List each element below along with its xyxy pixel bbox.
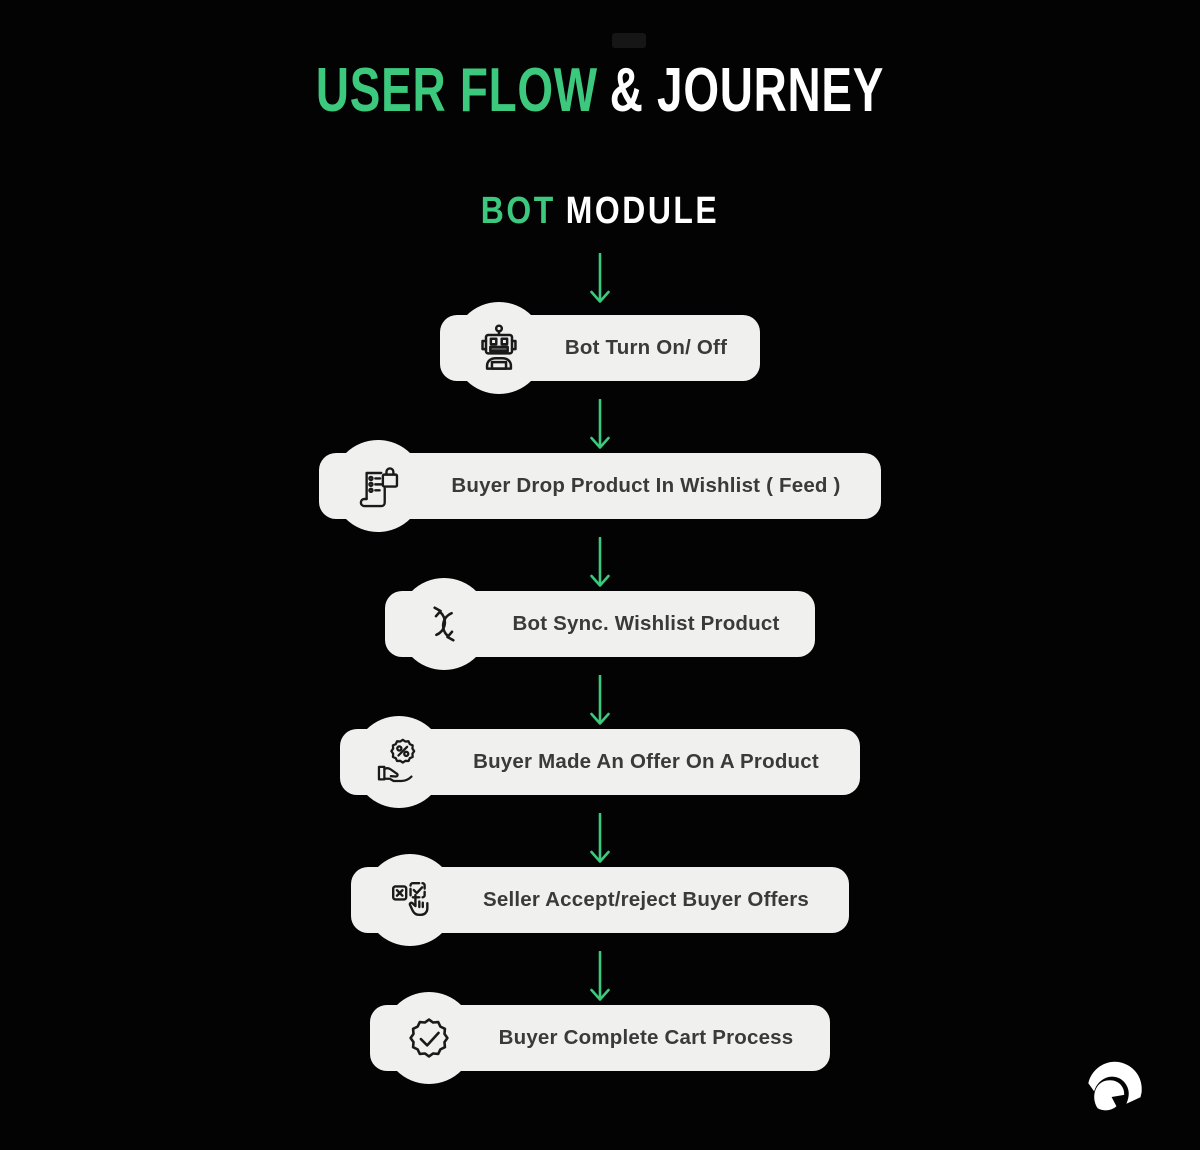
badge-check-icon	[409, 1018, 449, 1058]
arrow-down-icon	[590, 812, 610, 863]
flow-arrow-down-icon	[587, 674, 613, 729]
flow-arrow-down-icon	[587, 398, 613, 453]
module-subtitle-highlight: BOT	[480, 190, 556, 232]
page-title-highlight: USER FLOW	[315, 56, 598, 125]
flow-arrow-down-icon	[587, 252, 613, 307]
step-label: Buyer Complete Cart Process	[498, 1026, 794, 1049]
arrow-down-icon	[590, 398, 610, 449]
accept-reject-icon	[392, 882, 429, 917]
step-label: Seller Accept/reject Buyer Offers	[482, 888, 809, 911]
spartan-helmet-logo	[1088, 1061, 1142, 1111]
flow-arrow-down-icon	[587, 812, 613, 867]
arrow-down-icon	[590, 950, 610, 1001]
page-title: USER FLOW& JOURNEY	[156, 58, 1044, 123]
page-title-rest: & JOURNEY	[609, 56, 885, 125]
step-label: Bot Turn On/ Off	[564, 336, 728, 359]
step-icon-circle	[353, 716, 445, 808]
step-icon-circle	[364, 854, 456, 946]
arrow-down-icon	[590, 536, 610, 587]
offer-icon	[377, 738, 416, 783]
flow-arrow-down-icon	[587, 950, 613, 1005]
flow-step-2: Buyer Drop Product In Wishlist ( Feed )	[319, 440, 881, 532]
step-icon-circle	[383, 992, 475, 1084]
arrow-down-icon	[590, 674, 610, 725]
step-icon-circle	[453, 302, 545, 394]
arrow-down-icon	[590, 252, 610, 303]
step-icon-circle	[332, 440, 424, 532]
flow-step-1: Bot Turn On/ Off	[440, 302, 760, 394]
step-label: Bot Sync. Wishlist Product	[512, 612, 780, 635]
wishlist-icon	[359, 467, 399, 508]
flow-step-3: Bot Sync. Wishlist Product	[385, 578, 815, 670]
robot-icon	[481, 324, 517, 370]
step-icon-circle	[398, 578, 490, 670]
module-subtitle-rest: MODULE	[565, 190, 720, 232]
flow-step-5: Seller Accept/reject Buyer Offers	[351, 854, 849, 946]
flow-arrow-down-icon	[587, 536, 613, 591]
flow-step-6: Buyer Complete Cart Process	[370, 992, 830, 1084]
step-label: Buyer Drop Product In Wishlist ( Feed )	[451, 474, 841, 497]
flow-step-4: Buyer Made An Offer On A Product	[340, 716, 860, 808]
sync-icon	[433, 606, 455, 642]
step-label: Buyer Made An Offer On A Product	[473, 750, 819, 773]
top-accent-mark	[612, 33, 646, 48]
